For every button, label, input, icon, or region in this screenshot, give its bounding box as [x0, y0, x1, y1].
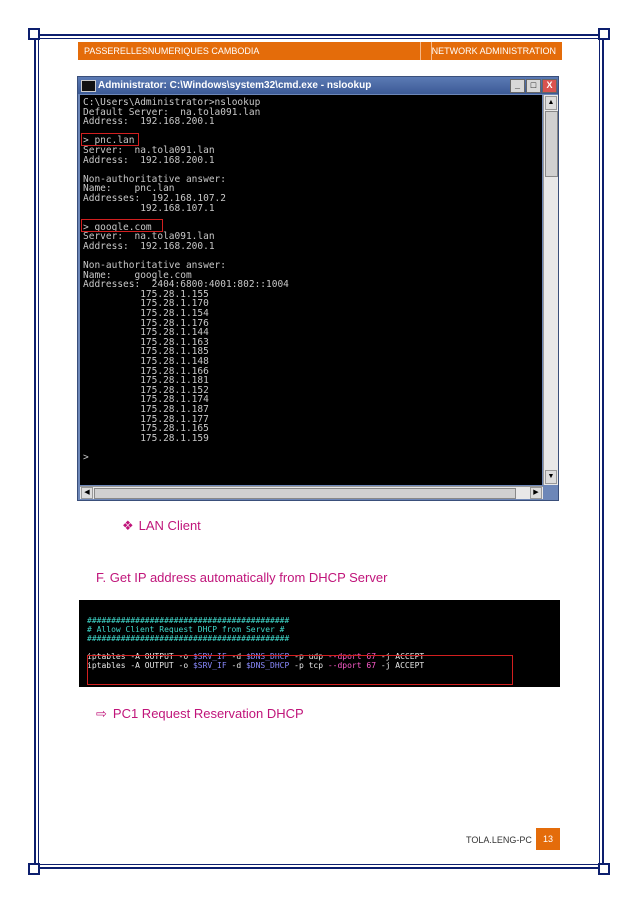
lan-client-heading: ❖ LAN Client: [122, 518, 201, 534]
console-line: 175.28.1.177: [83, 413, 209, 425]
section-f-heading: F. Get IP address automatically from DHC…: [96, 570, 388, 585]
corner-ornament-tl: [28, 28, 40, 40]
console-line: Name: pnc.lan: [83, 183, 175, 195]
console-line: > pnc.lan: [83, 135, 135, 147]
console-line: Addresses: 192.168.107.2: [83, 192, 226, 204]
scroll-left-icon[interactable]: ◀: [81, 487, 93, 499]
console-line: Server: na.tola091.lan: [83, 231, 215, 243]
page-border-inner: [38, 38, 600, 865]
console-line: 175.28.1.185: [83, 346, 209, 358]
console-line: 175.28.1.176: [83, 317, 209, 329]
console-line: 175.28.1.154: [83, 308, 209, 320]
console-line: 175.28.1.148: [83, 356, 209, 368]
console-line: 175.28.1.187: [83, 404, 209, 415]
header-separator: [420, 42, 432, 60]
console-line: 175.28.1.152: [83, 384, 209, 396]
console-line: Addresses: 2404:6800:4001:802::1004: [83, 279, 289, 291]
comment-line: # Allow Client Request DHCP from Server …: [87, 625, 285, 634]
hash-line-bottom: ########################################…: [87, 634, 290, 643]
scroll-down-icon[interactable]: ▼: [545, 470, 557, 484]
footer-author: TOLA.LENG-PC: [466, 835, 532, 845]
rule-udp: iptables -A OUTPUT -o $SRV_IF -d $DNS_DH…: [87, 652, 425, 661]
console-line: Non-authoritative answer:: [83, 173, 226, 185]
terminal-text: ########################################…: [87, 616, 424, 670]
iptables-terminal: ########################################…: [79, 600, 560, 687]
console-line: > google.com: [83, 221, 152, 233]
cmd-window: Administrator: C:\Windows\system32\cmd.e…: [77, 76, 559, 501]
minimize-button[interactable]: _: [510, 79, 525, 93]
corner-ornament-br: [598, 863, 610, 875]
console-line: 175.28.1.165: [83, 423, 209, 435]
console-line: C:\Users\Administrator>nslookup: [83, 97, 261, 108]
corner-ornament-bl: [28, 863, 40, 875]
console-line: 175.28.1.170: [83, 298, 209, 310]
console-line: Address: 192.168.200.1: [83, 240, 215, 252]
console-line: Name: google.com: [83, 269, 192, 281]
page-header: PASSERELLESNUMERIQUES CAMBODIA NETWORK A…: [78, 42, 562, 60]
console-line: Non-authoritative answer:: [83, 260, 226, 272]
highlight-pnc-lan: [81, 133, 139, 146]
horizontal-scroll-thumb[interactable]: [94, 488, 516, 499]
highlight-google-com: [81, 219, 163, 232]
console-line: Server: na.tola091.lan: [83, 144, 215, 156]
header-org: PASSERELLESNUMERIQUES CAMBODIA: [84, 46, 260, 56]
console-line: >: [83, 451, 89, 463]
console-line: [83, 127, 542, 137]
pc1-heading: ⇨ PC1 Request Reservation DHCP: [96, 706, 304, 722]
highlight-iptables-rules: [87, 655, 513, 685]
lan-client-label: LAN Client: [138, 518, 201, 533]
scroll-up-icon[interactable]: ▲: [545, 96, 557, 110]
console-line: 175.28.1.181: [83, 375, 209, 387]
corner-ornament-tr: [598, 28, 610, 40]
page-number: 13: [536, 828, 560, 850]
console-line: 175.28.1.159: [83, 432, 209, 444]
hash-line-top: ########################################…: [87, 616, 290, 625]
console-line: [83, 443, 542, 453]
horizontal-scrollbar[interactable]: ◀ ▶: [80, 486, 543, 499]
rule-tcp: iptables -A OUTPUT -o $SRV_IF -d $DNS_DH…: [87, 661, 425, 670]
close-button[interactable]: X: [542, 79, 557, 93]
maximize-button[interactable]: □: [526, 79, 541, 93]
console-line: Default Server: na.tola091.lan: [83, 106, 261, 118]
console-line: 175.28.1.166: [83, 365, 209, 377]
console-line: 192.168.107.1: [83, 202, 215, 214]
page-border-outer: [34, 34, 604, 869]
cmd-titlebar: Administrator: C:\Windows\system32\cmd.e…: [78, 77, 558, 94]
console-line: Address: 192.168.200.1: [83, 116, 215, 128]
scroll-right-icon[interactable]: ▶: [530, 487, 542, 499]
console-line: 175.28.1.144: [83, 327, 209, 339]
header-topic: NETWORK ADMINISTRATION: [431, 46, 556, 56]
vertical-scroll-thumb[interactable]: [545, 111, 558, 177]
cmd-icon: [81, 80, 96, 92]
vertical-scrollbar[interactable]: ▲ ▼: [543, 95, 558, 485]
console-line: Address: 192.168.200.1: [83, 154, 215, 166]
diamond-bullet-icon: ❖: [122, 518, 134, 533]
pc1-label: PC1 Request Reservation DHCP: [112, 706, 304, 721]
console-line: 175.28.1.155: [83, 288, 209, 300]
console-line: 175.28.1.163: [83, 336, 209, 348]
arrow-right-icon: ⇨: [96, 706, 107, 721]
cmd-title: Administrator: C:\Windows\system32\cmd.e…: [98, 80, 372, 91]
console-line: 175.28.1.174: [83, 394, 209, 406]
